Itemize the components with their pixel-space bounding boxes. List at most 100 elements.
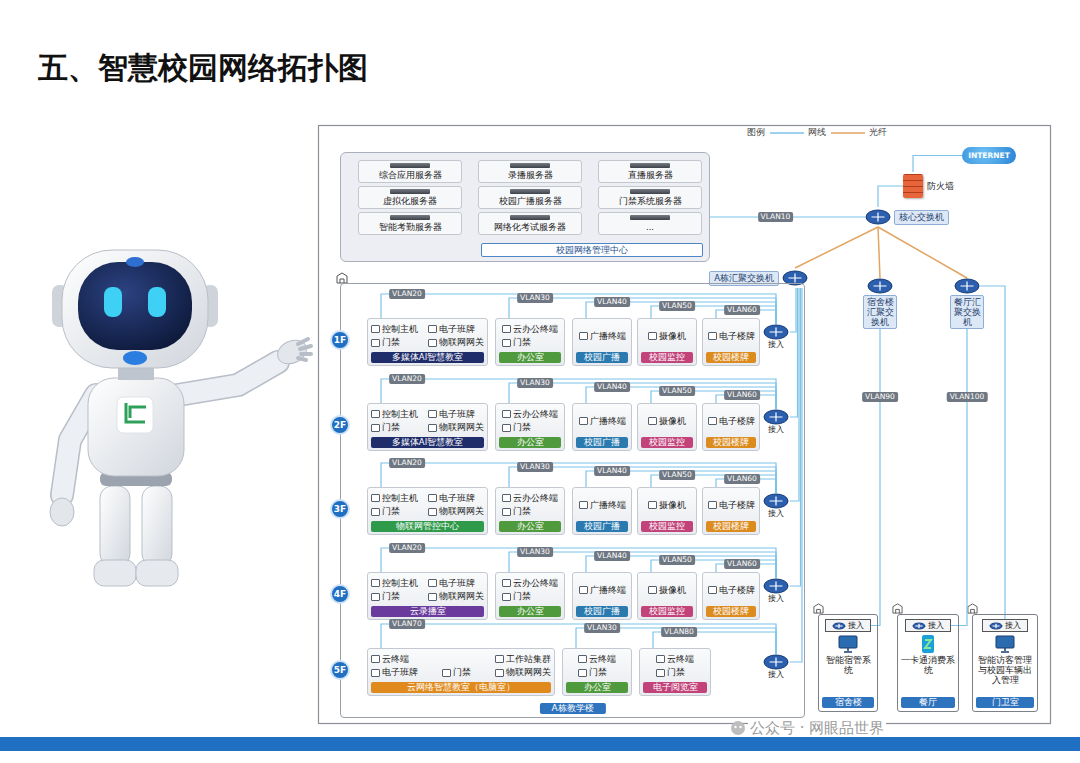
page-title: 五、智慧校园网络拓扑图	[38, 50, 368, 86]
device-label: 广播终端	[590, 500, 626, 511]
device-grid: 电子楼牌	[706, 407, 756, 437]
vlan-label: VLAN40	[594, 297, 630, 307]
switch-icon	[954, 278, 980, 294]
firewall-icon	[903, 174, 923, 198]
device-icon	[502, 579, 511, 587]
building-box: 一卡通消费系统餐厅接入	[897, 614, 959, 712]
aggregation-switch: 宿舍楼汇聚交换机	[860, 278, 900, 329]
device: 物联网网关	[428, 506, 484, 517]
fiber-link	[878, 227, 967, 278]
robot-illustration	[126, 257, 144, 267]
switch-icon	[764, 410, 788, 424]
switch-icon	[770, 658, 783, 667]
device: 物联网网关	[428, 591, 484, 602]
floor-badge: 5F	[330, 660, 350, 680]
vlan-label: VLAN30	[517, 462, 553, 472]
switch-icon	[865, 209, 891, 225]
switch-icon	[866, 210, 890, 224]
device: 物联网网关	[428, 337, 484, 348]
device-icon	[428, 508, 437, 516]
bottom-bar	[0, 737, 1080, 751]
robot-illustration	[123, 351, 147, 365]
access-label: 接入	[768, 340, 784, 350]
device: 摄像机	[648, 585, 686, 596]
device-icon	[578, 669, 587, 677]
building-band: 宿舍楼	[822, 697, 874, 708]
device-label: 门禁	[513, 506, 531, 517]
device: 控制主机	[371, 578, 418, 589]
switch-icon	[770, 328, 783, 337]
diagram-frame	[319, 126, 1051, 724]
legend: 图例网线光纤	[745, 127, 889, 138]
vlan-label: VLAN40	[594, 551, 630, 561]
device-label: 门禁	[382, 337, 400, 348]
legend-text: 网线	[808, 127, 826, 138]
device: 云办公终端	[502, 324, 558, 335]
terminal-icon	[922, 635, 934, 653]
device: 广播终端	[579, 331, 626, 342]
device: 控制主机	[371, 324, 418, 335]
device-grid: 电子楼牌	[706, 576, 756, 606]
device-label: 电子班牌	[439, 409, 475, 420]
device-label: 控制主机	[382, 324, 418, 335]
vlan-label: VLAN80	[661, 627, 697, 637]
device-label: 摄像机	[659, 500, 686, 511]
room-box: 云办公终端门禁办公室	[495, 487, 565, 535]
building-title: A栋教学楼	[539, 703, 605, 714]
device: 门禁	[371, 337, 418, 348]
device-label: 云终端	[589, 654, 616, 665]
device-label: 门禁	[513, 337, 531, 348]
device-label: 电子班牌	[439, 493, 475, 504]
access-switch: 接入	[825, 619, 871, 632]
device: 广播终端	[579, 585, 626, 596]
access-switch: 接入	[762, 654, 790, 680]
room-band: 办公室	[566, 682, 628, 693]
room-band: 办公室	[499, 352, 561, 363]
device-icon	[495, 655, 504, 663]
room-box: 广播终端校园广播	[572, 572, 632, 620]
switch-icon	[763, 324, 789, 340]
room-band: 校园楼牌	[706, 437, 756, 448]
room-band: 校园监控	[641, 352, 693, 363]
network-cable	[790, 288, 799, 501]
room-box: 控制主机电子班牌门禁物联网网关多媒体AI智慧教室	[367, 318, 488, 366]
server-box: ...	[598, 212, 702, 235]
device-label: 广播终端	[590, 331, 626, 342]
floor-number: 5F	[334, 665, 346, 675]
device-icon	[502, 593, 511, 601]
robot-illustration	[148, 287, 166, 317]
aggregation-switch: 餐厅汇聚交换机	[947, 278, 987, 329]
vlan-label: VLAN50	[659, 386, 695, 396]
room-box: 摄像机校园监控	[637, 318, 697, 366]
building-glyph	[893, 604, 902, 613]
device-icon	[371, 410, 380, 418]
device-icon	[428, 424, 437, 432]
room-box: 云终端工作站集群电子班牌门禁物联网网关云网络智慧教室（电脑室）	[367, 648, 555, 696]
room-band: 办公室	[499, 521, 561, 532]
vlan-label: VLAN30	[517, 293, 553, 303]
room-box: 云办公终端门禁办公室	[495, 403, 565, 451]
vlan-label: VLAN60	[724, 305, 760, 315]
robot-illustration	[274, 336, 310, 369]
terminal-icon	[1001, 648, 1009, 652]
room-box: 广播终端校园广播	[572, 318, 632, 366]
access-switch: 接入	[762, 578, 790, 604]
device-icon	[428, 494, 437, 502]
device: 电子班牌	[428, 324, 484, 335]
device-icon	[428, 410, 437, 418]
access-switch: 接入	[762, 409, 790, 435]
building-glyph	[337, 273, 347, 283]
device: 摄像机	[648, 331, 686, 342]
terminal-icon	[994, 635, 1016, 653]
device-icon	[495, 669, 504, 677]
device-grid: 控制主机电子班牌门禁物联网网关	[371, 491, 484, 521]
wechat-icon	[739, 726, 741, 728]
switch-icon	[867, 278, 893, 294]
legend-title: 图例	[747, 127, 765, 138]
device-grid: 云办公终端门禁	[499, 407, 561, 437]
access-label: 接入	[848, 620, 864, 631]
device: 云办公终端	[502, 578, 558, 589]
aggregation-switch: A栋汇聚交换机	[690, 268, 808, 288]
device-label: 电子班牌	[439, 578, 475, 589]
device-label: 摄像机	[659, 416, 686, 427]
